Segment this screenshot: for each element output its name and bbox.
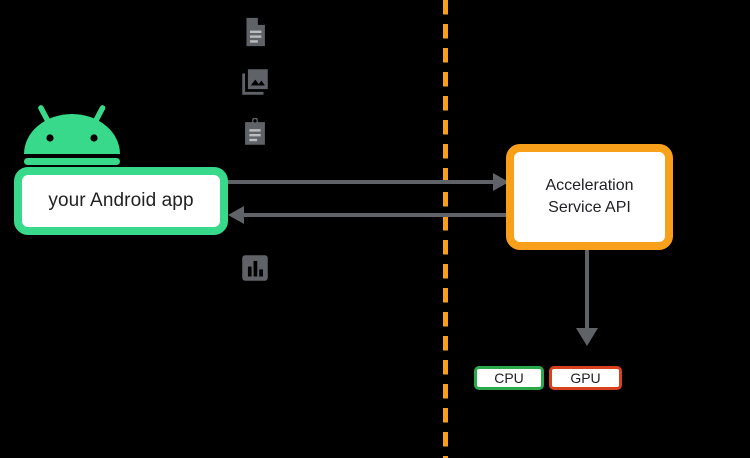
- android-robot-icon: [20, 96, 124, 168]
- cpu-chip-label: CPU: [494, 370, 524, 386]
- acceleration-service-api-box[interactable]: Acceleration Service API: [506, 144, 673, 250]
- photo-library-icon: [238, 65, 272, 99]
- response-arrow-line: [244, 213, 506, 217]
- request-arrow-line: [228, 180, 500, 184]
- document-icon: [238, 15, 272, 49]
- android-app-box[interactable]: your Android app: [14, 167, 228, 235]
- cpu-chip[interactable]: CPU: [474, 366, 544, 390]
- android-app-box-label: your Android app: [48, 190, 194, 211]
- response-arrow-head: [228, 206, 244, 224]
- bar-chart-icon: [238, 251, 272, 285]
- clipboard-icon: [238, 115, 272, 149]
- gpu-chip[interactable]: GPU: [549, 366, 622, 390]
- input-data-icon-group: [238, 0, 272, 458]
- delegate-arrow-line: [585, 250, 589, 334]
- delegate-arrow-head: [576, 328, 598, 346]
- acceleration-service-api-label: Acceleration Service API: [545, 176, 634, 216]
- request-arrow-head: [493, 173, 509, 191]
- gpu-chip-label: GPU: [570, 370, 601, 386]
- device-cloud-boundary: [443, 0, 448, 458]
